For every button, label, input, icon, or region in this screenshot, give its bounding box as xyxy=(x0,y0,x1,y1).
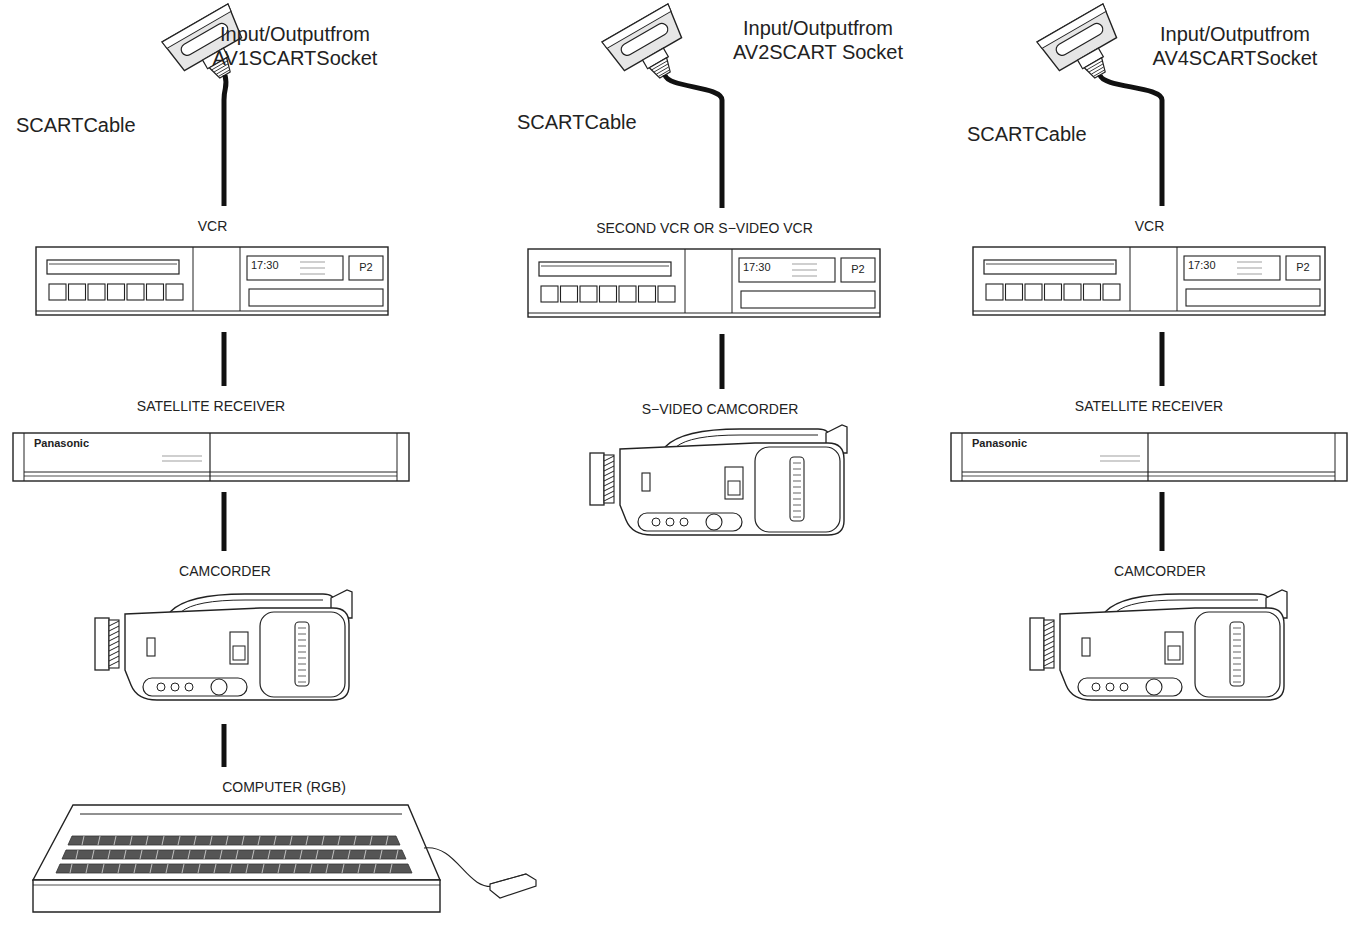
scart-plug: Input/Outputfrom AV2SCART Socket xyxy=(600,0,920,100)
device-label: COMPUTER (RGB) xyxy=(28,779,540,796)
vcr-drawing xyxy=(35,246,390,318)
camcorder: S−VIDEO CAMCORDER xyxy=(585,389,855,551)
socket-caption: Input/Outputfrom AV4SCARTSocket xyxy=(1135,22,1335,70)
device-label: CAMCORDER xyxy=(1025,563,1295,580)
scart-cable xyxy=(720,100,725,208)
receiver-drawing xyxy=(950,432,1348,484)
connection-line xyxy=(222,492,227,551)
computer-drawing xyxy=(28,800,540,918)
camcorder-drawing xyxy=(590,425,850,537)
scart-cable xyxy=(222,100,227,206)
camcorder-drawing xyxy=(95,590,355,702)
vcr-unit: VCR xyxy=(35,206,390,332)
cable-label: SCARTCable xyxy=(965,122,1089,146)
device-label: CAMCORDER xyxy=(90,563,360,580)
scart-plug-drawing xyxy=(1035,0,1165,100)
device-label: SATELLITE RECEIVER xyxy=(950,398,1348,415)
device-label: VCR xyxy=(35,218,390,235)
socket-caption: Input/Outputfrom AV2SCART Socket xyxy=(718,16,918,64)
camcorder: CAMCORDER xyxy=(90,551,360,724)
scart-cable xyxy=(1100,75,1162,100)
scart-plug-drawing xyxy=(600,0,730,100)
plug-body xyxy=(1037,4,1133,94)
vcr-unit: SECOND VCR OR S−VIDEO VCR xyxy=(527,208,882,334)
cable-label: SCARTCable xyxy=(14,113,138,137)
camcorder-drawing xyxy=(1030,590,1290,702)
vcr-unit: VCR xyxy=(972,206,1327,332)
connection-line xyxy=(1160,332,1165,386)
cable-label: SCARTCable xyxy=(515,110,639,134)
plug-body xyxy=(602,4,698,94)
socket-caption: Input/Outputfrom AV1SCARTSocket xyxy=(198,22,392,70)
scart-cable xyxy=(1160,100,1165,206)
satellite-receiver: SATELLITE RECEIVER xyxy=(950,386,1348,492)
device-label: S−VIDEO CAMCORDER xyxy=(585,401,855,418)
vcr-drawing xyxy=(527,248,882,320)
scart-plug: Input/Outputfrom AV4SCARTSocket xyxy=(1035,0,1335,100)
device-label: VCR xyxy=(972,218,1327,235)
connection-line xyxy=(222,332,227,386)
scart-cable xyxy=(665,75,722,100)
connection-line xyxy=(222,724,227,767)
vcr-drawing xyxy=(972,246,1327,318)
connection-line xyxy=(1160,492,1165,551)
device-label: SECOND VCR OR S−VIDEO VCR xyxy=(527,220,882,237)
connection-line xyxy=(720,334,725,389)
camcorder: CAMCORDER xyxy=(1025,551,1295,724)
scart-cable xyxy=(224,75,226,100)
receiver-drawing xyxy=(12,432,410,484)
scart-plug: Input/Outputfrom AV1SCARTSocket xyxy=(160,0,392,100)
satellite-receiver: SATELLITE RECEIVER xyxy=(12,386,410,492)
device-label: SATELLITE RECEIVER xyxy=(12,398,410,415)
computer: COMPUTER (RGB) xyxy=(28,767,540,925)
